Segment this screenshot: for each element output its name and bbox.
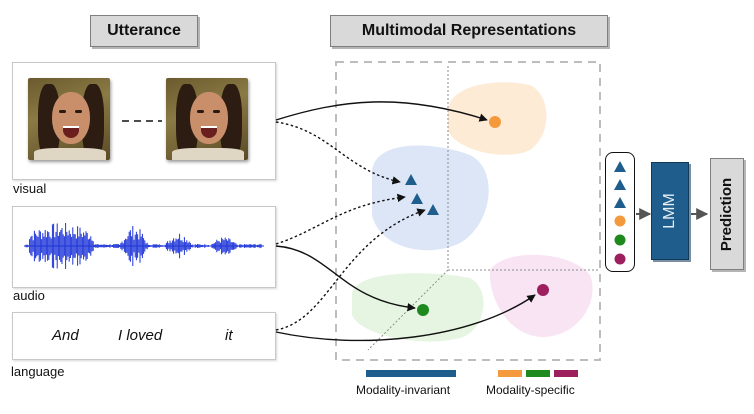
frame-ellipsis: [122, 120, 162, 122]
legend-specific-label: Modality-specific: [486, 383, 575, 397]
legend-bar-invariant: [366, 370, 456, 377]
circle-icon: [614, 234, 626, 246]
legend-invariant-label: Modality-invariant: [356, 383, 451, 397]
prediction-label: Prediction: [718, 177, 736, 251]
arrow-language-specific: [275, 294, 536, 342]
legend-bar-audio: [526, 370, 550, 377]
language-word-it: it: [225, 327, 233, 344]
visual-label: visual: [13, 181, 47, 196]
circle-icon: [614, 253, 626, 265]
token-stack-icons: [614, 161, 626, 265]
blob-language: [489, 254, 593, 338]
utterance-header: Utterance: [90, 15, 198, 47]
space-dashed-border: [335, 61, 601, 361]
utterance-header-text: Utterance: [107, 22, 181, 39]
triangle-icon-audio: [411, 193, 423, 204]
blob-invariant: [371, 145, 489, 251]
arrow-audio-invariant: [275, 193, 406, 245]
circle-icon-language: [537, 284, 549, 296]
triangle-icon-language: [427, 204, 439, 215]
lmm-box: LMM: [651, 162, 689, 260]
representations-header-text: Multimodal Representations: [361, 22, 577, 39]
legend-bar-language: [554, 370, 578, 377]
token-stack: [605, 152, 635, 272]
prediction-box: Prediction: [710, 158, 744, 270]
face-image-last: [166, 78, 248, 160]
audio-label: audio: [13, 288, 45, 303]
arrow-visual-invariant: [275, 121, 401, 185]
language-label: language: [11, 364, 65, 379]
triangle-icon-visual: [405, 174, 417, 185]
legend-bar-visual: [498, 370, 522, 377]
representations-header: Multimodal Representations: [330, 15, 608, 47]
waveform: [24, 223, 264, 269]
circle-icon-audio: [417, 304, 429, 316]
circle-icon: [614, 215, 626, 227]
language-word-and: And: [52, 327, 79, 344]
circle-icon-visual: [489, 116, 501, 128]
face-image-first: [28, 78, 110, 160]
triangle-icon: [614, 161, 626, 172]
arrow-audio-specific: [275, 245, 416, 312]
language-word-i-loved: I loved: [118, 327, 163, 344]
triangle-icon: [614, 197, 626, 208]
triangle-icon: [614, 179, 626, 190]
lmm-label: LMM: [661, 193, 678, 229]
language-panel: [12, 312, 276, 360]
arrow-visual-specific: [275, 101, 488, 122]
